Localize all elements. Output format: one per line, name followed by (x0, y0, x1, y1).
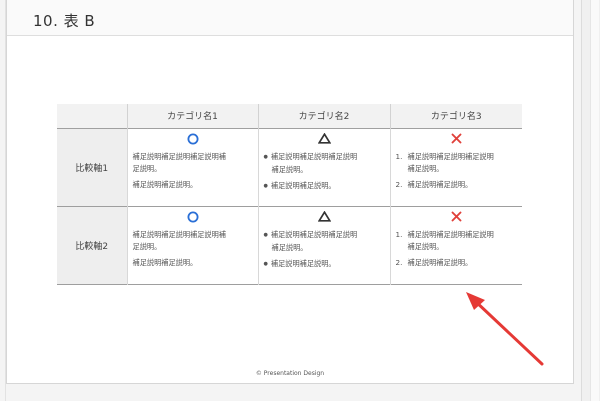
row-header-2: 比較軸2 (57, 206, 127, 284)
numbered-item: 1. 補足説明補足説明補足説明 (396, 151, 518, 162)
item-number: 2. (395, 257, 403, 267)
table-row: 比較軸2 補足説明補足説明補足説明補 足説明。 補足説明補足説明。 補足説明補足… (57, 206, 522, 284)
cell-text: 補足説明。 (407, 241, 444, 251)
comparison-table: カテゴリ名1 カテゴリ名2 カテゴリ名3 比較軸1 補足説明補足説明補足説明補 … (57, 104, 522, 285)
table-header-row: カテゴリ名1 カテゴリ名2 カテゴリ名3 (57, 104, 522, 128)
panel-title: 10. 表 B (33, 12, 96, 30)
item-number: 1. (395, 151, 403, 161)
triangle-mark-icon (264, 210, 385, 228)
panel-header: 10. 表 B (7, 0, 573, 36)
bullet-text: 補足説明補足説明補足説明 (264, 151, 385, 163)
right-scroll-strip[interactable] (581, 0, 600, 401)
column-header-2: カテゴリ名2 (257, 104, 390, 128)
table-cell: 補足説明補足説明補足説明補 足説明。 補足説明補足説明。 (126, 206, 258, 284)
table-row: 比較軸1 補足説明補足説明補足説明補 足説明。 補足説明補足説明。 補足説明補足… (57, 128, 522, 206)
cell-text: 補足説明。 (407, 163, 444, 173)
cell-text: 補足説明補足説明補足説明 (407, 229, 494, 239)
cell-text: 補足説明補足説明補足説明 (407, 151, 494, 161)
column-header-1: カテゴリ名1 (126, 104, 258, 128)
cell-text: 補足説明補足説明補足説明補 (132, 229, 226, 239)
cell-text: 補足説明補足説明。 (132, 257, 198, 267)
cell-text: 補足説明。 (271, 164, 308, 174)
cell-text: 足説明。 (132, 241, 162, 251)
cell-text: 補足説明補足説明補足説明補 (132, 151, 226, 161)
item-number: 2. (395, 179, 403, 189)
triangle-mark-icon (264, 132, 385, 150)
red-arrow-icon (466, 292, 544, 366)
cell-text: 補足説明。 (271, 242, 308, 252)
bullet-text: 補足説明補足説明。 (264, 258, 385, 270)
circle-mark-icon (133, 133, 253, 150)
column-header-3: カテゴリ名3 (389, 104, 522, 128)
table-cell: 補足説明補足説明補足説明 補足説明。 補足説明補足説明。 (257, 128, 390, 206)
numbered-item: 2. 補足説明補足説明。 (396, 179, 518, 190)
cell-text: 補足説明補足説明。 (407, 179, 473, 189)
cross-mark-icon (396, 133, 518, 150)
table-cell: 補足説明補足説明補足説明補 足説明。 補足説明補足説明。 (126, 128, 258, 206)
scroll-track[interactable] (590, 0, 599, 401)
slide-panel: 10. 表 B カテゴリ名1 カテゴリ名2 カテゴリ名3 比較軸1 補足説明補足… (6, 0, 574, 384)
table-cell: 1. 補足説明補足説明補足説明 補足説明。 2. 補足説明補足説明。 (389, 206, 522, 284)
row-header-1: 比較軸1 (57, 128, 127, 206)
bullet-text: 補足説明補足説明。 (264, 180, 385, 192)
footer-credit: © Presentation Design (255, 370, 325, 377)
cell-text: 補足説明補足説明。 (132, 179, 198, 189)
table-cell: 補足説明補足説明補足説明 補足説明。 補足説明補足説明。 (257, 206, 390, 284)
numbered-item: 1. 補足説明補足説明補足説明 (396, 229, 518, 240)
table-corner-cell (57, 104, 127, 128)
left-divider (5, 0, 6, 401)
table-cell: 1. 補足説明補足説明補足説明 補足説明。 2. 補足説明補足説明。 (389, 128, 522, 206)
bullet-text: 補足説明補足説明補足説明 (264, 229, 385, 241)
cell-text: 補足説明補足説明。 (407, 257, 473, 267)
cell-text: 足説明。 (132, 163, 162, 173)
circle-mark-icon (133, 211, 253, 228)
item-number: 1. (395, 229, 403, 239)
cross-mark-icon (396, 211, 518, 228)
numbered-item: 2. 補足説明補足説明。 (396, 257, 518, 268)
